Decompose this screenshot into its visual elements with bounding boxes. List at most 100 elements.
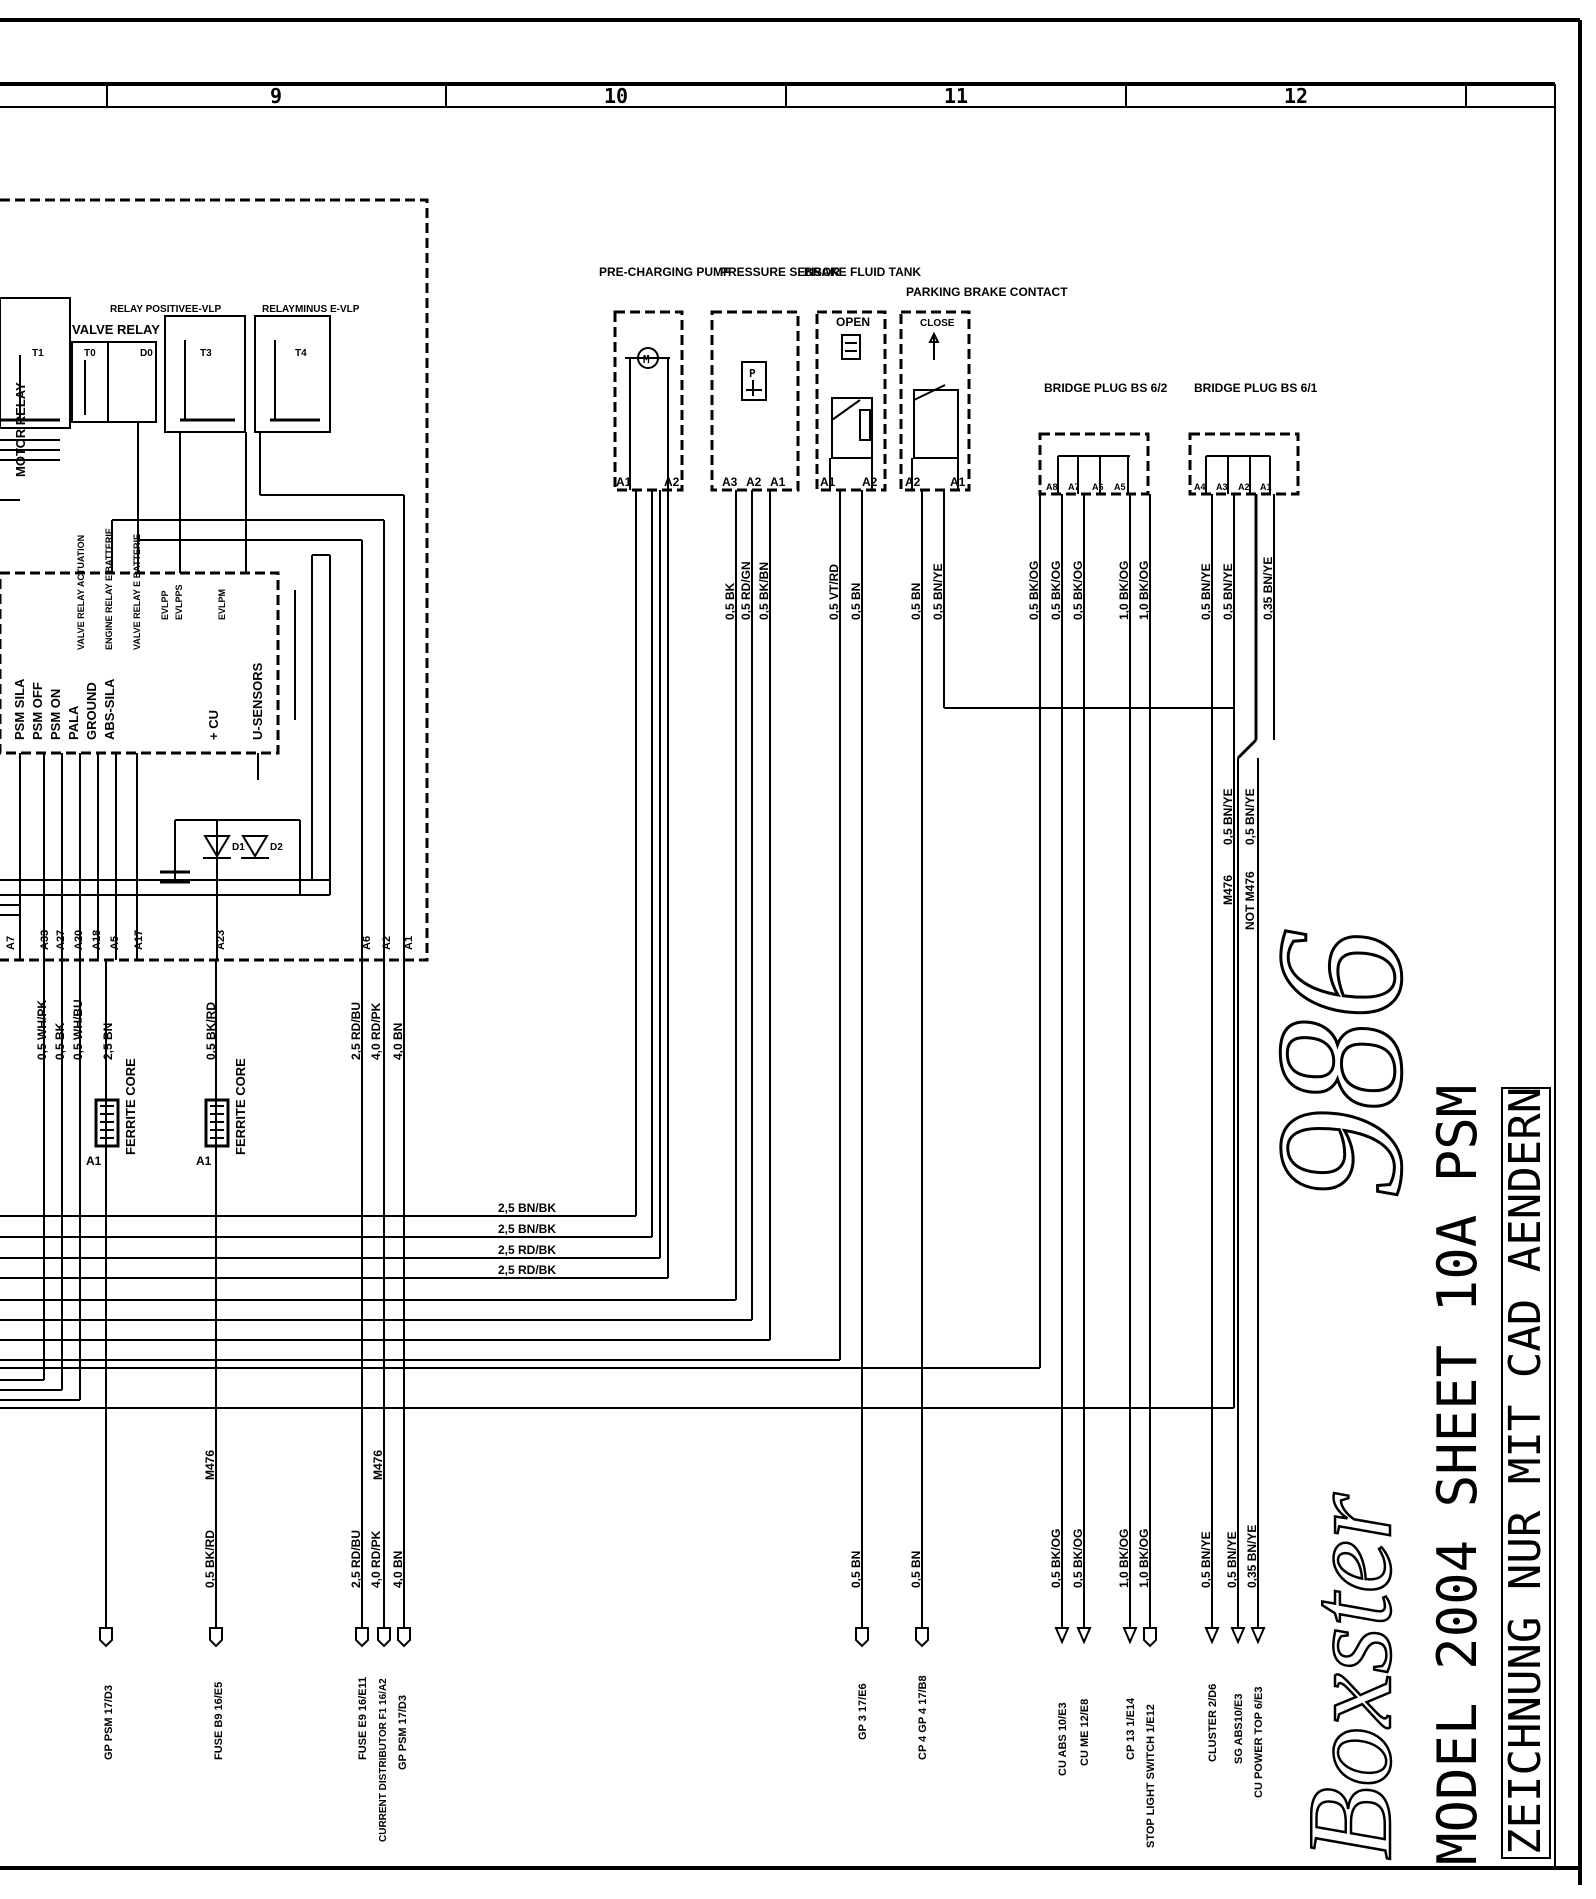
bridge-plug-6-1-pin-a3: A3 xyxy=(1216,482,1228,492)
dest-gp3: GP 3 17/E6 xyxy=(857,1683,869,1740)
upper-wire-label-13: 0,5 BN/YE xyxy=(1199,563,1213,620)
wire-label-wh-bu: 0,5 WH/BU xyxy=(71,999,85,1060)
dest-sg-abs: SG ABS10/E3 xyxy=(1233,1693,1245,1764)
dest-fuse-b9: FUSE B9 16/E5 xyxy=(213,1682,225,1760)
cu-terminal-row: A7 A33 A27 A20 A18 A5 A17 A23 A6 A2 A1 xyxy=(5,930,415,950)
bridge-plug-6-1-pin-a4: A4 xyxy=(1194,482,1206,492)
bottom-label-bk-og-2: 0,5 BK/OG xyxy=(1071,1529,1085,1588)
pre-charging-pump-label: PRE-CHARGING PUMP xyxy=(599,265,731,279)
dest-cp13: CP 13 1/E14 xyxy=(1125,1697,1137,1760)
m476-label: M476 xyxy=(1221,875,1235,905)
bottom-label-cp4-bn: 0,5 BN xyxy=(909,1551,923,1588)
bottom-label-rd-pk: 4,0 RD/PK xyxy=(369,1530,383,1588)
upper-wire-label-6: 0,5 BN xyxy=(909,583,923,620)
bottom-label-bk-og-4: 1,0 BK/OG xyxy=(1137,1529,1151,1588)
brake-fluid-tank-state: OPEN xyxy=(836,315,870,329)
bus-label-2: 2,5 BN/BK xyxy=(498,1222,556,1236)
cu-pin-pala: PALA xyxy=(66,705,81,740)
upper-wire-label-5: 0,5 BN xyxy=(849,583,863,620)
upper-wire-label-4: 0,5 VT/RD xyxy=(827,564,841,620)
diode-section xyxy=(160,753,301,895)
grid-column-12: 12 xyxy=(1284,84,1308,108)
cu-pin-ground: GROUND xyxy=(84,682,99,740)
m476-labels: M476 0,5 BN/YE NOT M476 0,5 BN/YE xyxy=(1221,788,1257,930)
brake-fluid-tank-label: BRAKE FLUID TANK xyxy=(804,265,921,279)
terminal-a7: A7 xyxy=(5,936,17,950)
brake-fluid-tank-pin-a2: A2 xyxy=(862,475,878,489)
cu-pin-valve-relay-batt: VALVE RELAY E BATTERIE xyxy=(132,534,142,650)
bottom-label-gp3-bn: 0,5 BN xyxy=(849,1551,863,1588)
cu-pin-u-sensors: U-SENSORS xyxy=(250,662,265,740)
upper-wire-label-7: 0,5 BN/YE xyxy=(931,563,945,620)
pre-charging-pump-pin-a1: A1 xyxy=(616,475,632,489)
bus-label-4: 2,5 RD/BK xyxy=(498,1263,556,1277)
bridge-plug-6-2-pin-a8: A8 xyxy=(1046,482,1058,492)
contact-t4: T4 xyxy=(295,348,307,359)
bridge-plug-bs-6-2 xyxy=(1038,432,1150,496)
diode-d2-label: D2 xyxy=(270,842,283,853)
bottom-label-bk-og-3: 1,0 BK/OG xyxy=(1117,1529,1131,1588)
bottom-label-m476-b: M476 xyxy=(371,1450,385,1480)
grid-column-11: 11 xyxy=(944,84,968,108)
dest-cp4-gp4: CP 4 GP 4 17/B8 xyxy=(917,1675,929,1760)
pre-charging-pump-pin-a2: A2 xyxy=(664,475,680,489)
wire-label-rd-bu: 2,5 RD/BU xyxy=(349,1002,363,1060)
dest-current-distributor: CURRENT DISTRIBUTOR F1 16/A2 xyxy=(378,1678,389,1842)
bottom-label-rd-bu: 2,5 RD/BU xyxy=(349,1530,363,1588)
not-m476-label: NOT M476 xyxy=(1243,871,1257,930)
cu-internal-wires xyxy=(0,422,405,960)
sheet-title: MODEL 2004 SHEET 10A PSM xyxy=(1426,1085,1489,1865)
dest-gp-psm-right: GP PSM 17/D3 xyxy=(397,1695,409,1770)
destination-labels: GP PSM 17/D3 FUSE B9 16/E5 FUSE E9 16/E1… xyxy=(103,1675,1265,1848)
diode-d1-label: D1 xyxy=(232,842,245,853)
upper-wire-label-14: 0,5 BN/YE xyxy=(1221,563,1235,620)
pressure-sensor-pin-a2: A2 xyxy=(746,475,762,489)
upper-wire-label-2: 0,5 RD/GN xyxy=(739,561,753,620)
horizontal-bus-labels: 2,5 BN/BK 2,5 BN/BK 2,5 RD/BK 2,5 RD/BK xyxy=(498,1201,556,1277)
bridge-plug-6-1-pin-a1: A1 xyxy=(1260,482,1272,492)
component-wires xyxy=(0,490,1275,1628)
wire-label-bn: 2,5 BN xyxy=(101,1023,115,1060)
ferrite-right-pin: A1 xyxy=(196,1154,212,1168)
contact-d0: D0 xyxy=(140,348,153,359)
upper-wire-label-12: 1,0 BK/OG xyxy=(1137,561,1151,620)
bottom-label-4-bn: 4,0 BN xyxy=(391,1551,405,1588)
svg-text:P: P xyxy=(749,367,756,380)
pressure-sensor-label: PRESSURE SENSOR xyxy=(720,265,840,279)
ferrite-core-left-label: FERRITE CORE xyxy=(123,1058,138,1155)
terminal-a1: A1 xyxy=(403,936,415,950)
relay-positive-label: RELAY POSITIVEE-VLP xyxy=(110,304,221,315)
motor-relay-label: MOTOR RELAY xyxy=(13,382,28,477)
contact-t3: T3 xyxy=(200,348,212,359)
dest-cu-abs: CU ABS 10/E3 xyxy=(1057,1702,1069,1776)
bottom-label-bn-ye-2: 0,5 BN/YE xyxy=(1225,1531,1239,1588)
title-block xyxy=(1501,1087,1551,1859)
grid-column-9: 9 xyxy=(270,84,282,108)
bridge-plug-6-1-label: BRIDGE PLUG BS 6/1 xyxy=(1194,381,1318,395)
cad-note: ZEICHNUNG NUR MIT CAD AENDERN xyxy=(1500,1087,1551,1855)
brake-fluid-tank xyxy=(815,310,887,492)
bottom-label-bk-rd: 0,5 BK/RD xyxy=(203,1530,217,1588)
pressure-sensor-pin-a1: A1 xyxy=(770,475,786,489)
dest-gp-psm-left: GP PSM 17/D3 xyxy=(103,1685,115,1760)
wire-label-wh-pk: 0,5 WH/PK xyxy=(35,1000,49,1060)
cu-pin-evlpm: EVLPM xyxy=(217,589,227,620)
bottom-wire-labels: M476 0,5 BK/RD 2,5 RD/BU 4,0 RD/PK 4,0 B… xyxy=(203,1450,1259,1588)
upper-wire-labels: 0,5 BK 0,5 RD/GN 0,5 BK/BN 0,5 VT/RD 0,5… xyxy=(723,557,1275,620)
pressure-sensor-pin-a3: A3 xyxy=(722,475,738,489)
parking-brake-contact-pin-a1: A1 xyxy=(950,475,966,489)
terminal-a6: A6 xyxy=(361,936,373,950)
bridge-plug-6-2-pin-a6: A6 xyxy=(1092,482,1104,492)
sheet-frame xyxy=(0,18,1582,1885)
svg-text:M: M xyxy=(643,353,650,366)
bridge-plug-6-2-pin-a5: A5 xyxy=(1114,482,1126,492)
upper-wire-label-11: 1,0 BK/OG xyxy=(1117,561,1131,620)
bridge-plug-6-2-label: BRIDGE PLUG BS 6/2 xyxy=(1044,381,1168,395)
bottom-label-m476-a: M476 xyxy=(203,1450,217,1480)
bridge-plug-6-2-pin-a7: A7 xyxy=(1068,482,1080,492)
upper-wire-label-8: 0,5 BK/OG xyxy=(1027,561,1041,620)
m476-wire-label: 0,5 BN/YE xyxy=(1221,788,1235,845)
brake-fluid-tank-pin-a1: A1 xyxy=(820,475,836,489)
upper-wire-label-3: 0,5 BK/BN xyxy=(757,562,771,620)
dest-cu-me: CU ME 12/E8 xyxy=(1079,1699,1091,1766)
